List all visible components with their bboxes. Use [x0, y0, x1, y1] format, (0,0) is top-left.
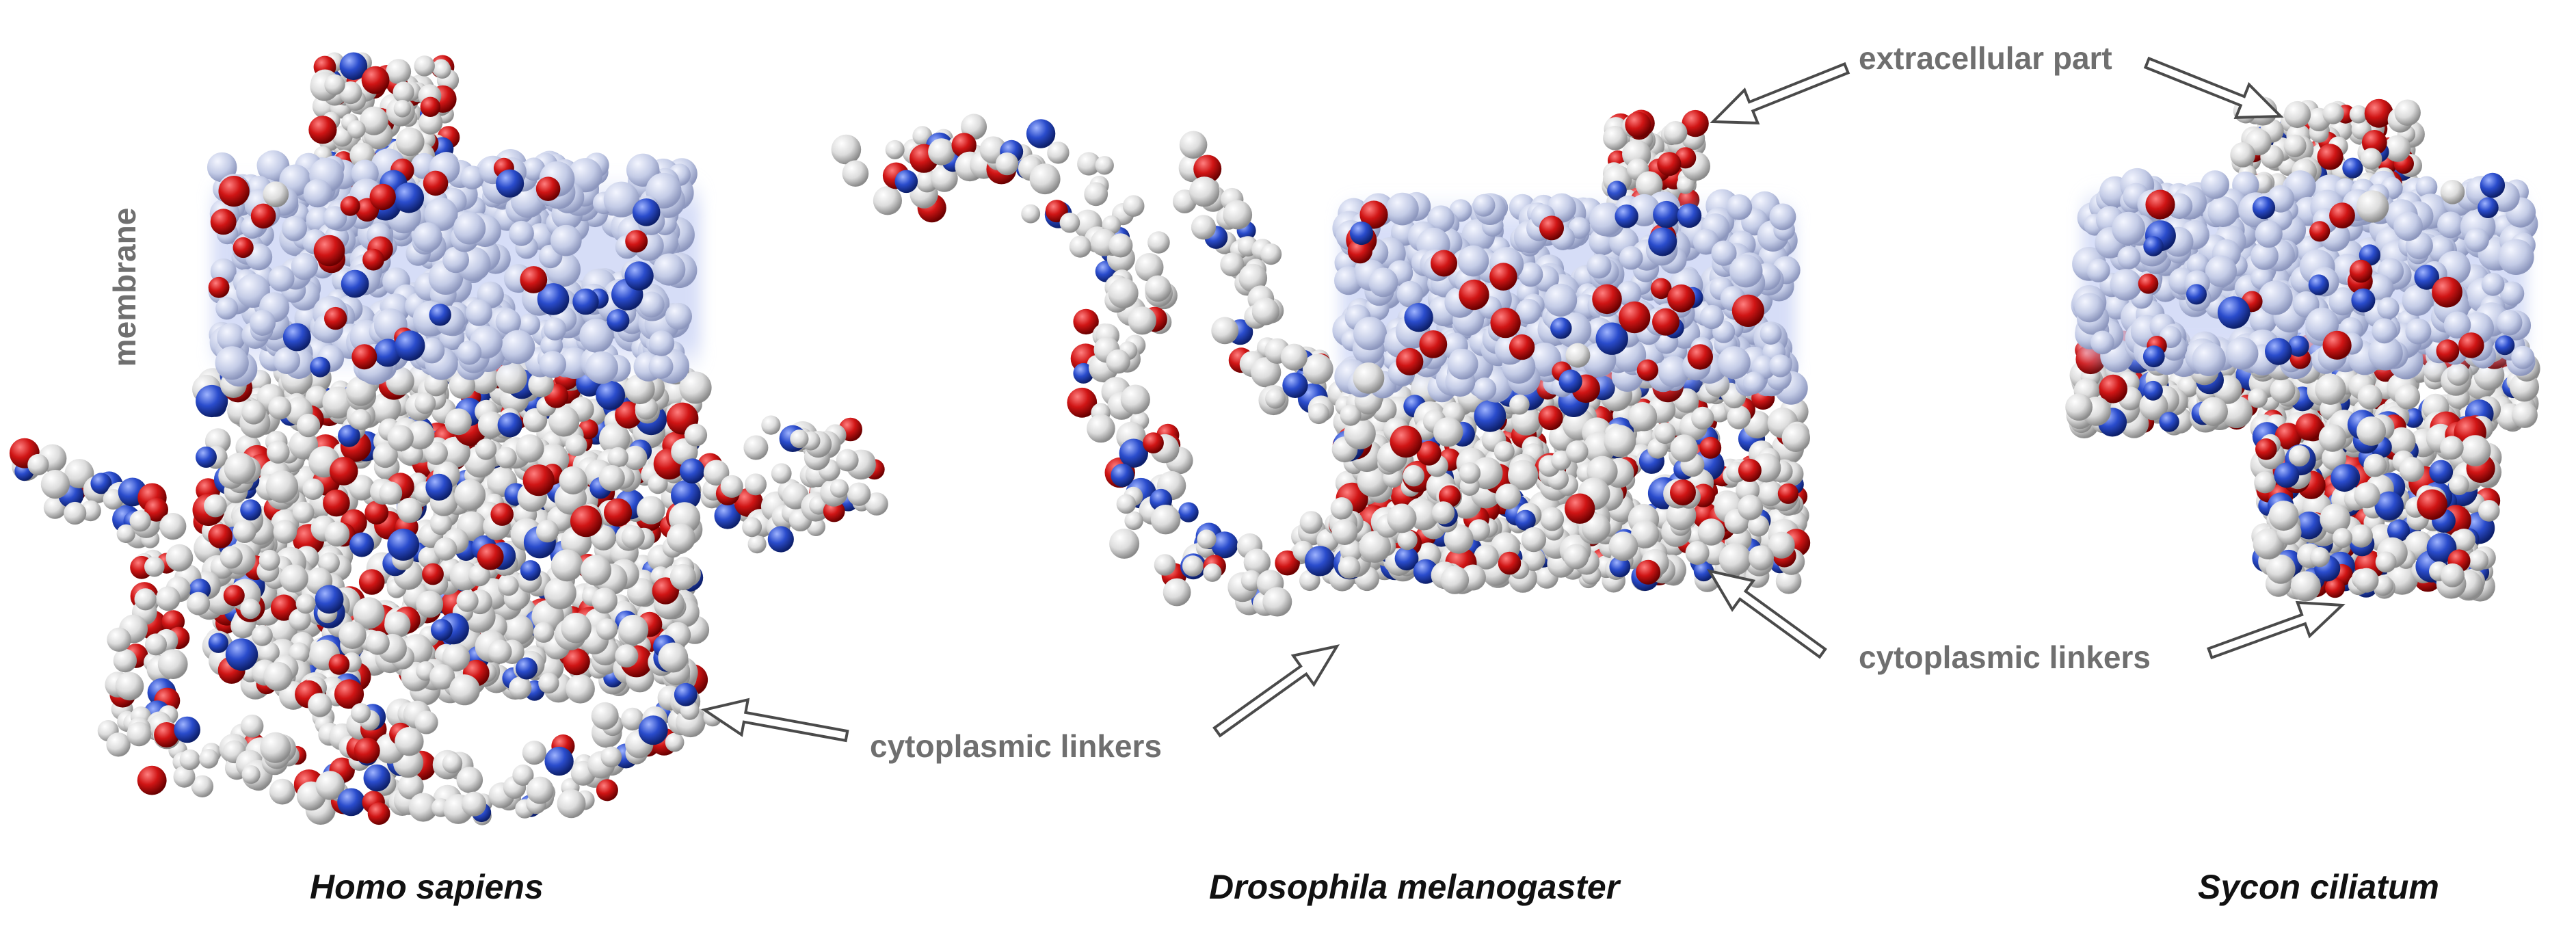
extracellular-part-label: extracellular part: [1859, 40, 2112, 76]
species-label-drosophila-melanogaster: Drosophila melanogaster: [1209, 868, 1620, 906]
cytoplasmic-linkers-label-right: cytoplasmic linkers: [1859, 639, 2151, 675]
pointer-arrow: [2207, 600, 2346, 660]
protein-atoms-membrane: [207, 148, 2538, 405]
pointer-arrow: [2143, 56, 2284, 119]
cytoplasmic-linkers-label-left: cytoplasmic linkers: [870, 728, 1162, 764]
membrane-label: membrane: [107, 207, 142, 367]
pointer-arrow: [701, 698, 849, 743]
annotation-arrows: [701, 56, 2346, 743]
pointer-arrow: [1212, 644, 1340, 738]
pointer-arrow: [1706, 569, 1827, 659]
species-label-homo-sapiens: Homo sapiens: [310, 868, 544, 906]
species-label-sycon-ciliatum: Sycon ciliatum: [2198, 868, 2439, 906]
pointer-arrow: [1710, 62, 1850, 124]
